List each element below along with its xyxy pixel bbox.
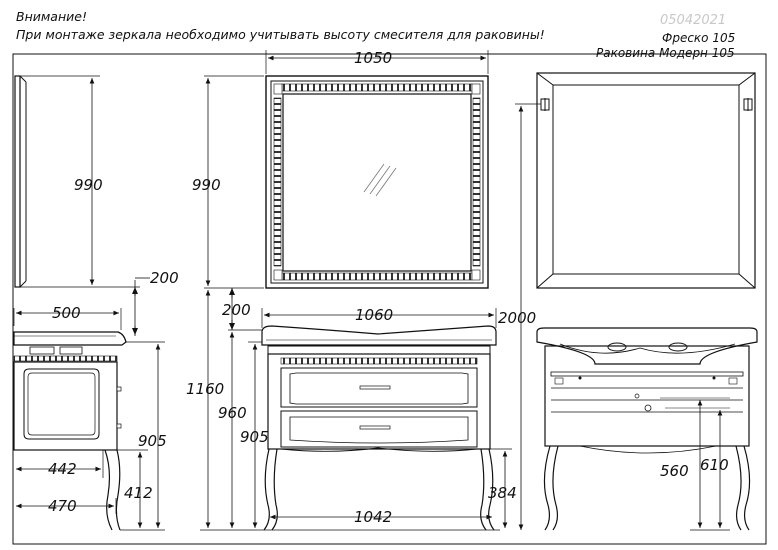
dim-side-depth-top: 500 bbox=[52, 304, 81, 322]
dim-gap-side bbox=[132, 277, 150, 336]
dim-mirror-side-height: 990 bbox=[74, 176, 103, 194]
dim-front-height-960: 960 bbox=[218, 404, 247, 422]
cabinet-front-view bbox=[200, 288, 512, 531]
dim-mirror-front-width: 1050 bbox=[354, 49, 392, 67]
sheet-border bbox=[12, 53, 767, 545]
notice-text: При монтаже зеркала необходимо учитывать… bbox=[16, 27, 545, 42]
dim-overall-height bbox=[515, 103, 541, 530]
dim-back-560: 560 bbox=[660, 462, 689, 480]
mirror-front-view bbox=[204, 50, 489, 289]
dim-side-leg: 412 bbox=[124, 484, 153, 502]
dim-front-gap: 200 bbox=[222, 301, 251, 319]
mirror-back-view bbox=[536, 72, 756, 289]
dim-mirror-front-height: 990 bbox=[192, 176, 221, 194]
dim-side-height: 905 bbox=[138, 432, 167, 450]
dim-mirror-gap: 200 bbox=[150, 269, 179, 287]
cabinet-side-view bbox=[13, 308, 165, 531]
notice-title: Внимание! bbox=[16, 9, 87, 24]
dim-side-depth-mid: 442 bbox=[48, 460, 77, 478]
model-sink-name: Раковина Модерн 105 bbox=[596, 46, 735, 60]
dim-front-width-top: 1060 bbox=[355, 306, 393, 324]
cabinet-back-view bbox=[536, 327, 758, 531]
dim-front-leg: 384 bbox=[488, 484, 517, 502]
dim-front-total-height: 1160 bbox=[186, 380, 224, 398]
dim-front-width-bottom: 1042 bbox=[354, 508, 392, 526]
model-mirror-name: Фреско 105 bbox=[662, 31, 736, 45]
mirror-side-view bbox=[14, 75, 140, 288]
document-code: 05042021 bbox=[660, 13, 727, 28]
dim-side-depth-bottom: 470 bbox=[48, 497, 77, 515]
dim-overall-2000: 2000 bbox=[498, 309, 536, 327]
dim-front-height-905: 905 bbox=[240, 428, 269, 446]
dim-back-610: 610 bbox=[700, 456, 729, 474]
